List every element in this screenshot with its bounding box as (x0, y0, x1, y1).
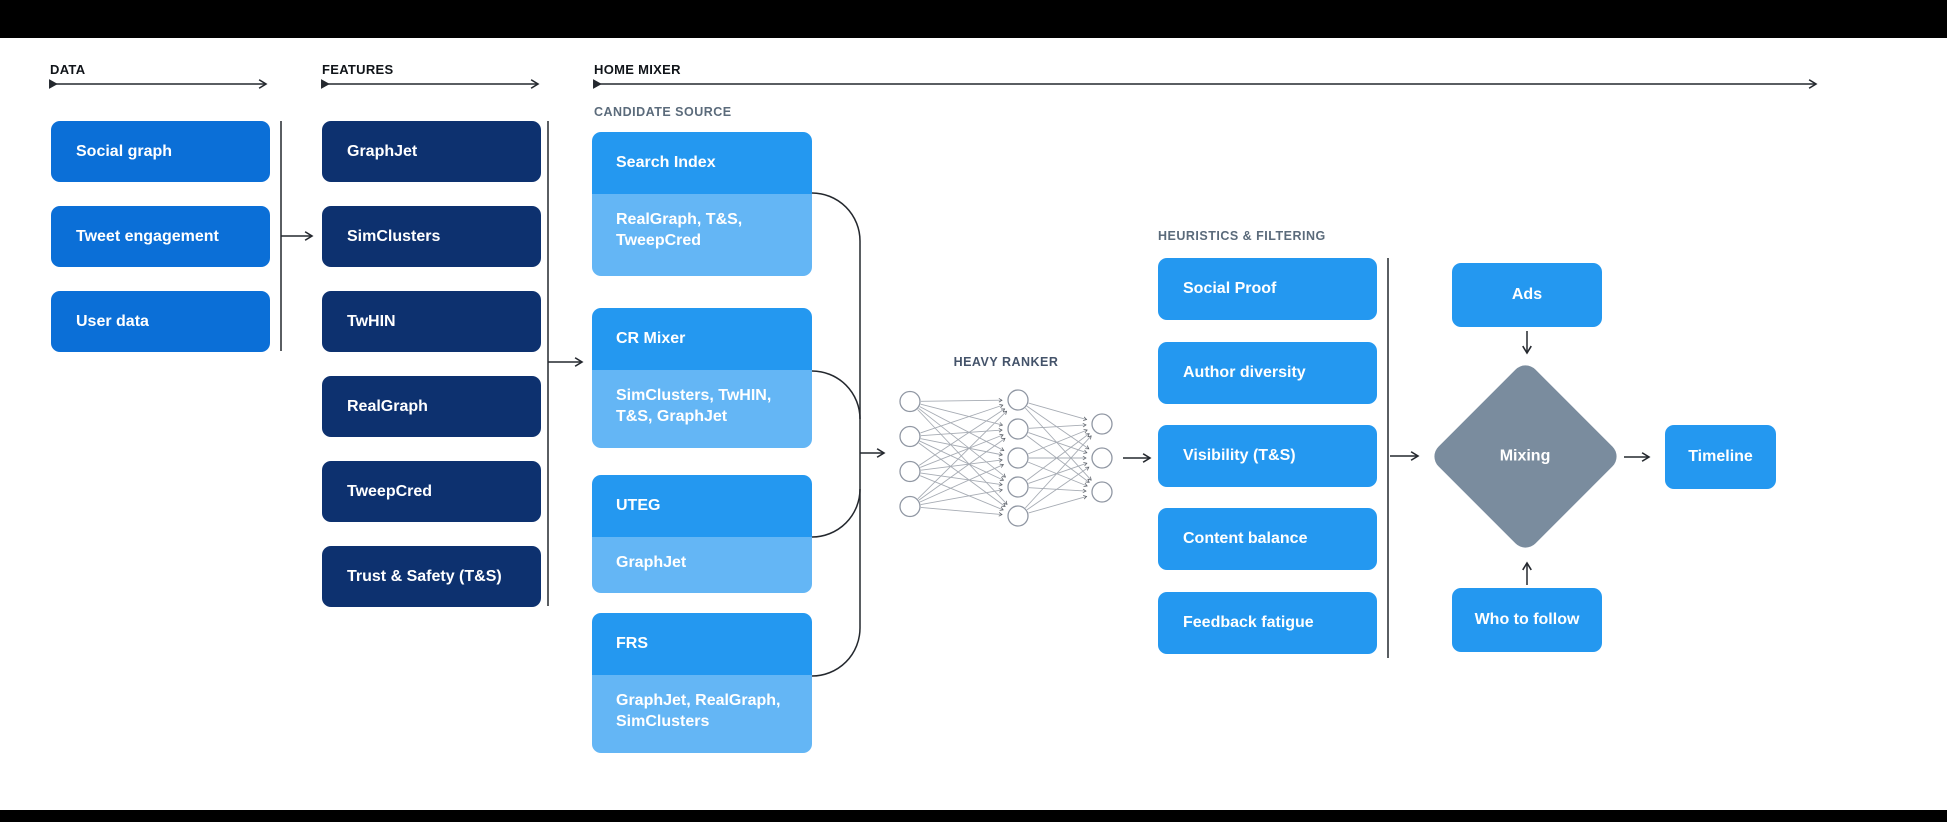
heuristic-box-visibility: Visibility (T&S) (1158, 425, 1377, 487)
data-box-tweet-engagement: Tweet engagement (51, 206, 270, 267)
column-header-features: FEATURES (322, 62, 394, 77)
feature-box-trust-safety: Trust & Safety (T&S) (322, 546, 541, 607)
heuristic-box-author-diversity: Author diversity (1158, 342, 1377, 404)
candidate-unit-uteg: UTEG GraphJet (592, 475, 812, 593)
search-index-connector (811, 192, 861, 242)
candidate-features: GraphJet, RealGraph, SimClusters (592, 675, 812, 753)
feature-box-realgraph: RealGraph (322, 376, 541, 437)
heuristic-box-social-proof: Social Proof (1158, 258, 1377, 320)
heavy-ranker-network (899, 389, 1113, 527)
frs-connector (811, 627, 861, 677)
who-to-follow-box: Who to follow (1452, 588, 1602, 652)
heuristic-box-feedback-fatigue: Feedback fatigue (1158, 592, 1377, 654)
candidate-features: GraphJet (592, 537, 812, 593)
candidate-name: CR Mixer (592, 308, 812, 370)
subheader-candidate-source: CANDIDATE SOURCE (594, 105, 732, 119)
candidate-name: Search Index (592, 132, 812, 194)
top-frame-bar (0, 0, 1947, 38)
candidate-unit-search-index: Search Index RealGraph, T&S, TweepCred (592, 132, 812, 276)
candidate-name: UTEG (592, 475, 812, 537)
feature-box-tweepcred: TweepCred (322, 461, 541, 522)
uteg-connector (811, 488, 861, 538)
candidate-features: SimClusters, TwHIN, T&S, GraphJet (592, 370, 812, 448)
column-header-home-mixer: HOME MIXER (594, 62, 681, 77)
feature-box-simclusters: SimClusters (322, 206, 541, 267)
candidate-name: FRS (592, 613, 812, 675)
subheader-heavy-ranker: HEAVY RANKER (953, 355, 1059, 369)
feature-box-graphjet: GraphJet (322, 121, 541, 182)
feature-box-twhin: TwHIN (322, 291, 541, 352)
cr-mixer-connector (811, 370, 861, 420)
data-box-social-graph: Social graph (51, 121, 270, 182)
subheader-heuristics-filtering: HEURISTICS & FILTERING (1158, 229, 1326, 243)
ads-box: Ads (1452, 263, 1602, 327)
candidate-features: RealGraph, T&S, TweepCred (592, 194, 812, 276)
heuristic-box-content-balance: Content balance (1158, 508, 1377, 570)
candidate-unit-frs: FRS GraphJet, RealGraph, SimClusters (592, 613, 812, 753)
bottom-frame-bar (0, 810, 1947, 822)
column-header-data: DATA (50, 62, 86, 77)
data-box-user-data: User data (51, 291, 270, 352)
mixing-label: Mixing (1500, 447, 1551, 465)
timeline-box: Timeline (1665, 425, 1776, 489)
candidate-unit-cr-mixer: CR Mixer SimClusters, TwHIN, T&S, GraphJ… (592, 308, 812, 448)
